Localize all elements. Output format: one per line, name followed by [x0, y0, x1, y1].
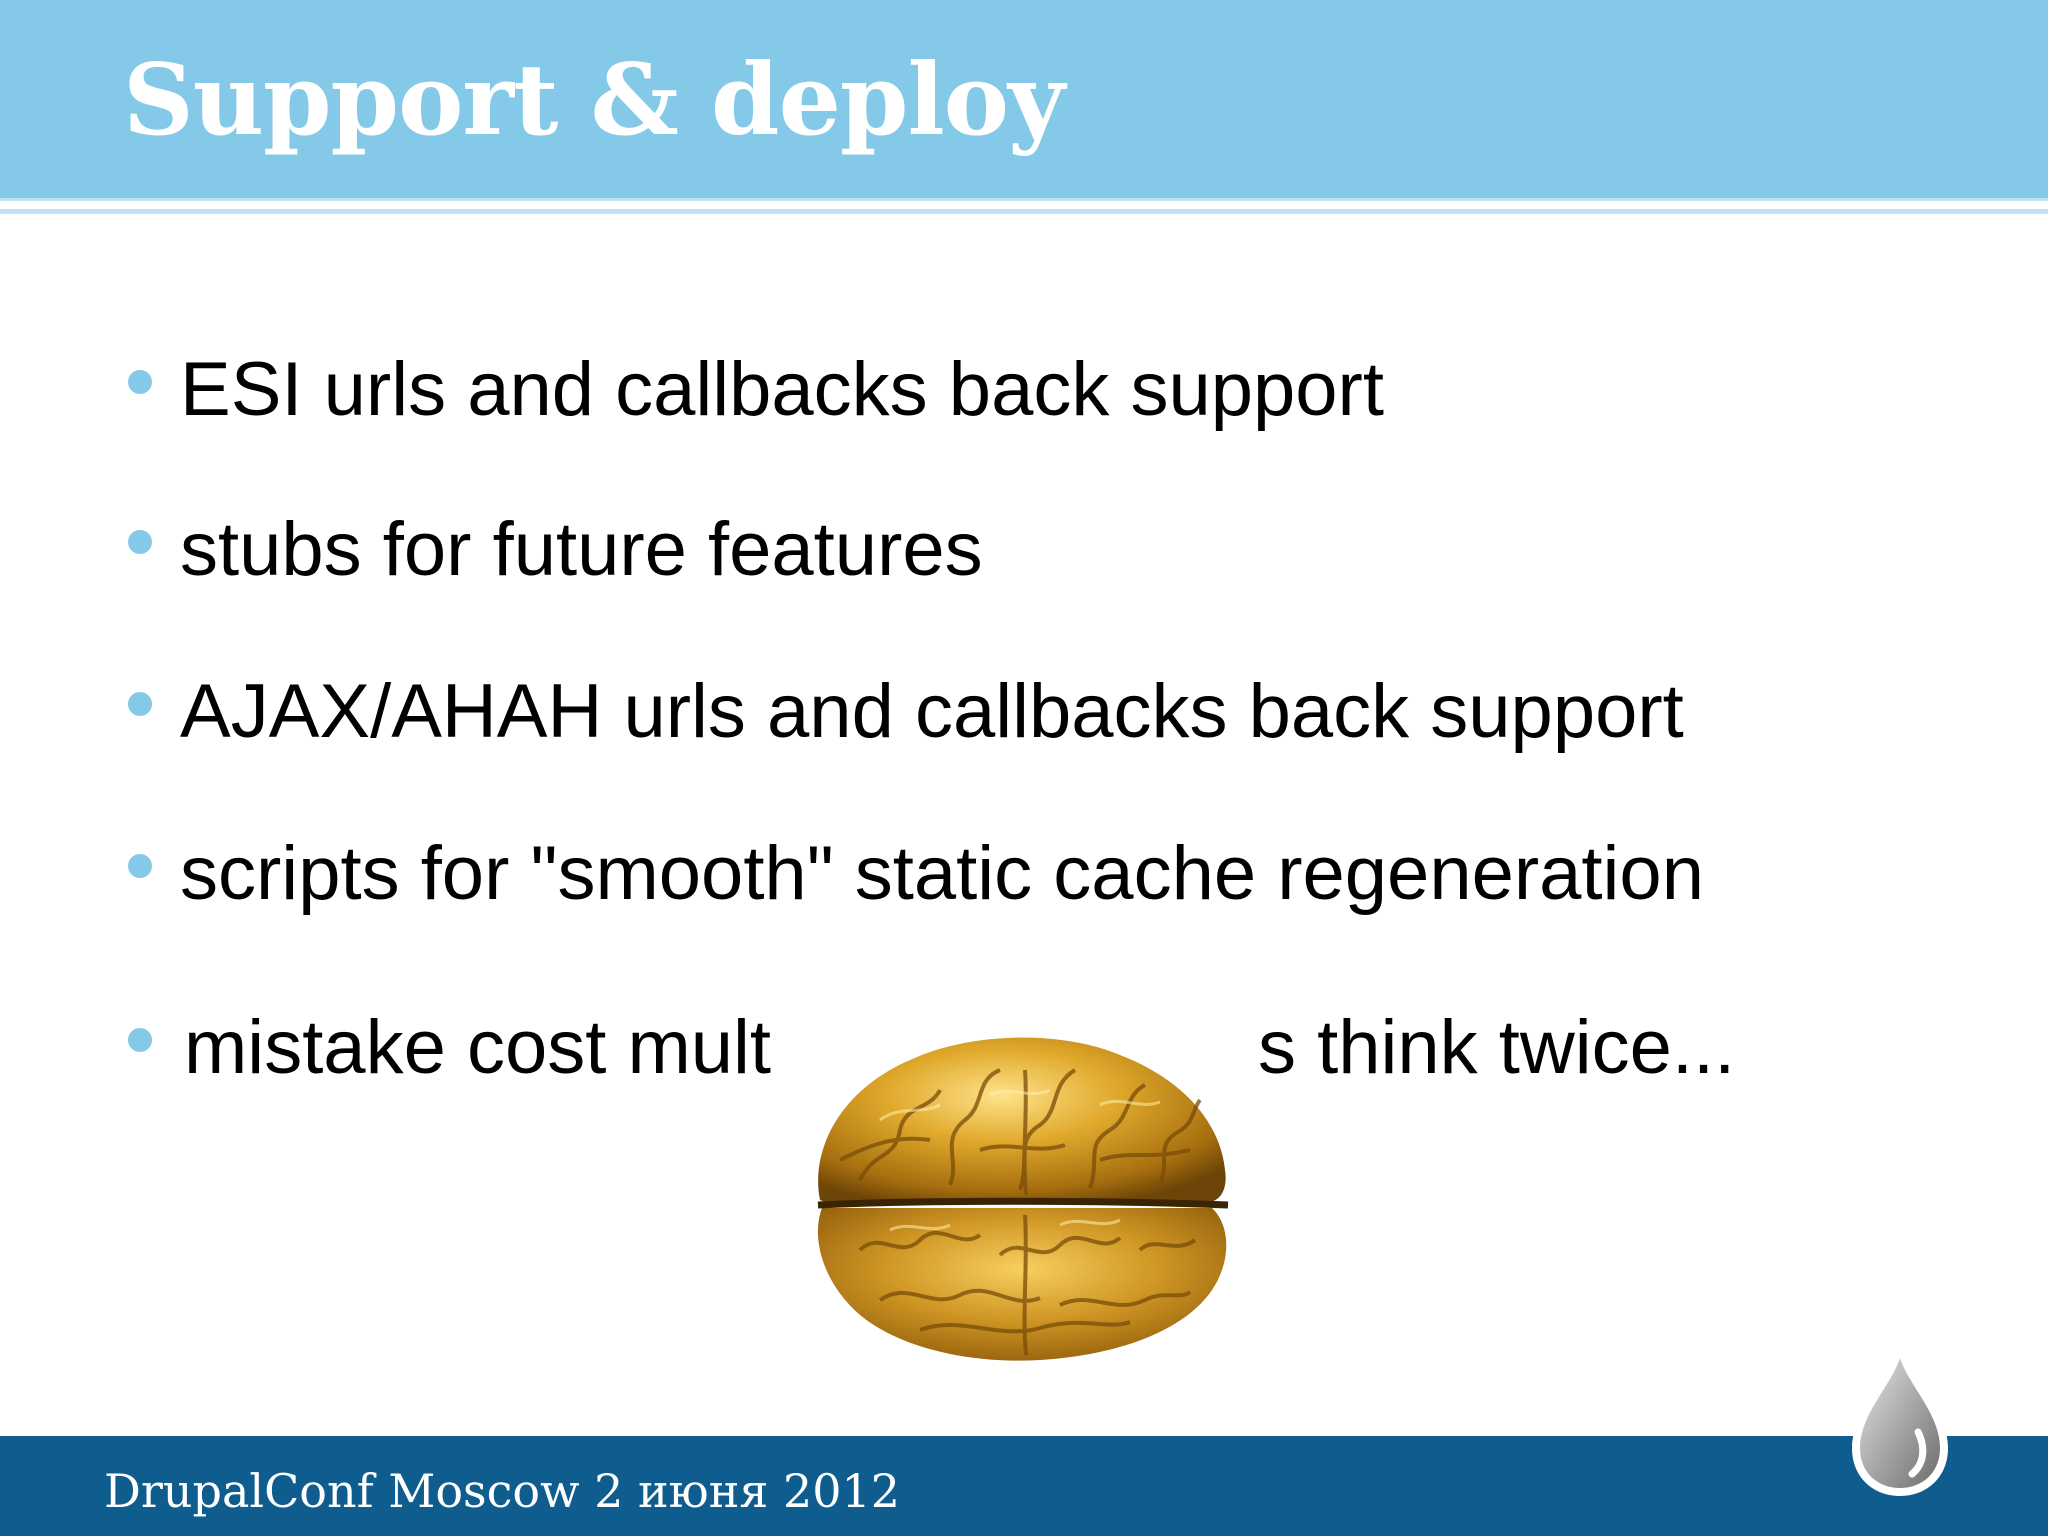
drupal-drop-icon	[1852, 1348, 1948, 1496]
bullet-dot-icon	[128, 1028, 152, 1052]
bullet-dot-icon	[128, 692, 152, 716]
bullet-text: stubs for future features	[180, 507, 983, 592]
bullet-text: ESI urls and callbacks back support	[180, 347, 1384, 432]
header-band	[0, 0, 2048, 198]
bullet-text: AJAX/AHAH urls and callbacks back suppor…	[180, 669, 1684, 754]
bullet-text-continued: s think twice...	[1258, 1005, 1736, 1090]
bullet-dot-icon	[128, 370, 152, 394]
bullet-text: scripts for "smooth" static cache regene…	[180, 831, 1704, 916]
slide-title: Support & deploy	[123, 43, 1065, 158]
footer-caption: DrupalConf Moscow 2 июня 2012	[104, 1464, 901, 1518]
footer-band	[0, 1436, 2048, 1536]
bullet-dot-icon	[128, 530, 152, 554]
golden-brain-image	[800, 1010, 1250, 1370]
bullet-dot-icon	[128, 854, 152, 878]
header-divider	[0, 198, 2048, 214]
bullet-text: mistake cost mult	[184, 1005, 772, 1090]
